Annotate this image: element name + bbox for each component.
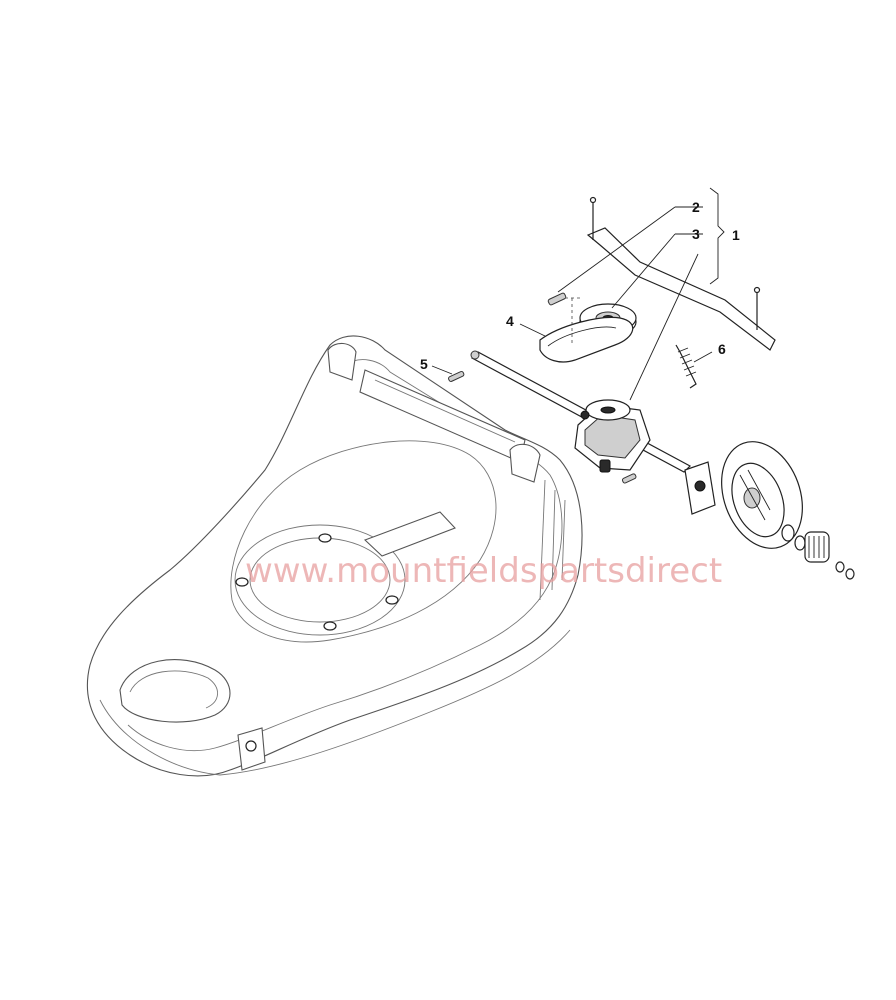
callout-4: 4: [506, 313, 514, 329]
bracket-plate: [684, 461, 716, 515]
callout-5: 5: [420, 356, 428, 372]
mower-deck: [86, 335, 583, 777]
callout-1: 1: [732, 227, 740, 243]
callout-labels: 1 2 3 4 5 6: [420, 199, 740, 372]
gearbox: [574, 399, 651, 473]
callout-2: 2: [692, 199, 700, 215]
leader-lines: [431, 187, 725, 401]
callout-6: 6: [718, 341, 726, 357]
pinion-gear: [781, 524, 855, 580]
spring-part-6: [675, 344, 697, 389]
pin-gearbox: [621, 473, 637, 484]
drive-belt-part-4: [539, 297, 634, 363]
watermark-text: www.mountfieldspartsdirect: [245, 551, 722, 591]
callout-3: 3: [692, 226, 700, 242]
wheel-cover: [721, 441, 803, 549]
pin-part-5: [448, 370, 465, 382]
pin-part-2: [547, 292, 567, 306]
